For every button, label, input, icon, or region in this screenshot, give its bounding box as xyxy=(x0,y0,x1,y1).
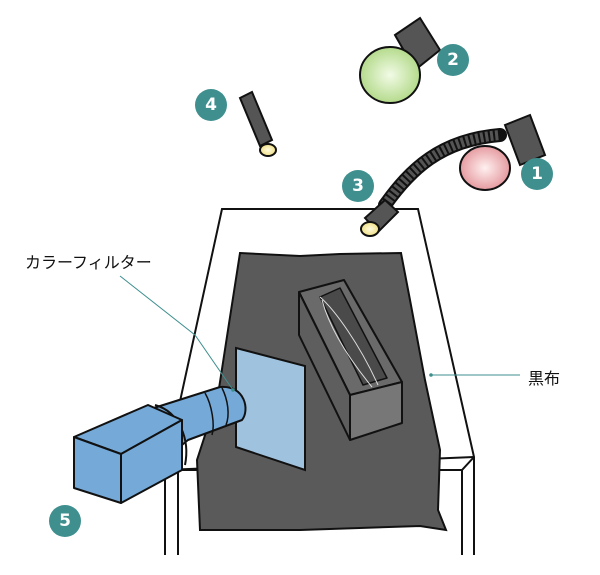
svg-text:2: 2 xyxy=(447,50,459,70)
color-filter-label: カラーフィルター xyxy=(25,253,152,272)
svg-text:5: 5 xyxy=(59,511,71,531)
green-lamp xyxy=(359,16,442,104)
color-filter-leader xyxy=(119,275,234,391)
specimen-box xyxy=(298,279,403,441)
small-flashlight xyxy=(238,90,277,157)
svg-text:1: 1 xyxy=(531,164,543,184)
badge-4: 4 xyxy=(195,89,227,121)
svg-text:4: 4 xyxy=(205,95,217,115)
svg-text:3: 3 xyxy=(352,176,364,196)
badge-3: 3 xyxy=(342,170,374,202)
black-cloth-label: 黒布 xyxy=(528,369,561,388)
badge-5: 5 xyxy=(49,505,81,537)
gooseneck-lamp xyxy=(360,128,507,237)
camera xyxy=(73,385,247,504)
badge-1: 1 xyxy=(521,158,553,190)
badge-2: 2 xyxy=(437,44,469,76)
red-lamp xyxy=(459,113,547,191)
